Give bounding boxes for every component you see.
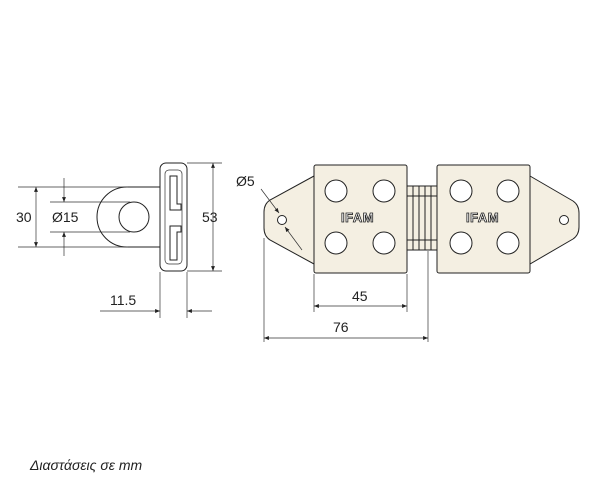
dim-d5-label: Ø5 (236, 173, 255, 189)
dim-30-label: 30 (16, 209, 32, 225)
side-loop (96, 186, 160, 248)
side-slot-lower (169, 225, 182, 261)
dim-11-5-label: 11.5 (110, 292, 136, 308)
left-body-hole-tr (372, 179, 396, 203)
brand-right: IFAM (466, 210, 499, 225)
side-plate (159, 162, 188, 272)
side-slot-upper (169, 175, 182, 211)
front-view: IFAM IFAM Ø5 45 76 (236, 164, 580, 342)
front-hinge-outer (406, 185, 438, 251)
right-body-hole-tr (496, 179, 520, 203)
front-left-tab (263, 175, 315, 265)
dim-45-label: 45 (352, 288, 368, 304)
side-view: 30 Ø15 53 11.5 (16, 162, 222, 318)
brand-left: IFAM (341, 210, 374, 225)
right-body-hole-tl (449, 179, 473, 203)
front-right-tab (529, 175, 580, 265)
left-body-hole-br (372, 231, 396, 255)
units-caption: Διαστάσεις σε mm (29, 457, 143, 473)
right-body-hole-bl (449, 231, 473, 255)
front-right-tab-hole (559, 215, 569, 225)
left-body-hole-tl (324, 179, 348, 203)
dim-76-label: 76 (333, 319, 349, 335)
right-body-hole-br (496, 231, 520, 255)
dim-53-label: 53 (202, 209, 218, 225)
dim-d5-leader (260, 188, 280, 214)
left-body-hole-bl (324, 231, 348, 255)
dim-d15-label: Ø15 (52, 209, 79, 225)
front-left-tab-hole (277, 215, 287, 225)
side-plate-inner (164, 169, 183, 265)
side-hole-circle (118, 201, 150, 233)
